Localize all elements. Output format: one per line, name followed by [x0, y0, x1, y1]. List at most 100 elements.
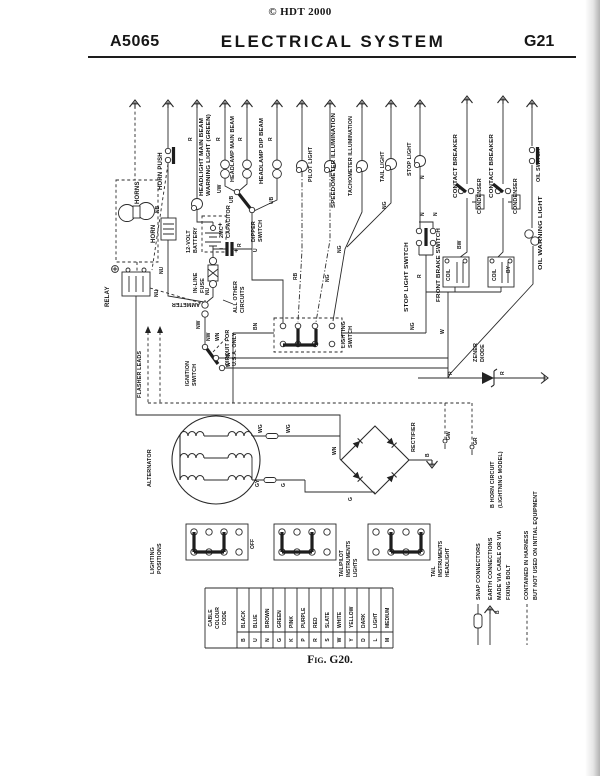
label-stop-light: STOP LIGHT — [407, 142, 413, 176]
label-horns: HORNS — [135, 181, 141, 204]
label-alternator: ALTERNATOR — [147, 449, 153, 487]
colour-name: PURPLE — [301, 607, 307, 628]
table-header: CODE — [222, 610, 228, 625]
colour-code: P — [301, 638, 307, 642]
label-horn: HORN — [151, 225, 157, 243]
label-flasher-leads: FLASHER LEADS — [137, 351, 143, 398]
label-coil-1: COIL — [446, 269, 452, 281]
label-coil-2: COIL — [492, 269, 498, 281]
wire-code: NB — [155, 205, 161, 213]
position-name: INSTRUMENTS — [346, 540, 352, 577]
wire-code: U — [253, 248, 259, 252]
label-oil-warning: OIL WARNING LIGHT — [538, 195, 544, 270]
label-usa-2: U.S.A. ONLY — [232, 332, 238, 366]
copyright-text: © HDT 2000 — [268, 6, 332, 18]
colour-name: MEDIUM — [385, 608, 391, 628]
wire-code: NU — [154, 289, 160, 297]
wire-code: R — [500, 371, 506, 375]
label-horn-push: HORN PUSH — [158, 152, 164, 190]
wire-code: RB — [293, 272, 299, 280]
page-title: ELECTRICAL SYSTEM — [220, 32, 446, 51]
label-stop-light-switch: STOP LIGHT SWITCH — [404, 242, 410, 312]
colour-name: PINK — [289, 616, 295, 628]
wire-code: UB — [269, 196, 275, 204]
switch-position-off: OFF — [185, 523, 256, 561]
cable-colour-code-table: CABLE COLOUR CODE BLACK BLUE BROWN GREEN… — [204, 587, 394, 649]
page-edge-shadow — [585, 0, 600, 776]
label-lighting-switch-2: SWITCH — [348, 326, 354, 348]
lighting-positions: LIGHTING POSITIONS OFF TAIL/PILOT INSTRU… — [150, 523, 451, 577]
label-headlight-warning-1: HEADLIGHT MAIN BEAM — [199, 118, 205, 196]
colour-code: K — [289, 638, 295, 642]
wire-code: NU — [159, 266, 165, 274]
wire-code: NG — [325, 274, 331, 282]
wire-code: B — [425, 453, 431, 457]
label-relay: RELAY — [105, 286, 111, 307]
wire-code: NU — [205, 287, 211, 295]
switch-position-tail-pilot: TAIL/PILOT INSTRUMENTS LIGHTS — [273, 523, 359, 577]
wire-code: BW — [457, 240, 463, 249]
wiring — [115, 102, 545, 495]
label-condenser-1: CONDENSER — [477, 178, 483, 214]
wire-code: R — [238, 137, 244, 141]
label-tachometer: TACHOMETER ILLUMINATION — [348, 116, 354, 196]
label-dipper-1: DIPPER — [251, 221, 257, 242]
legend: SNAP CONNECTORS EARTH CONNECTIONS MADE V… — [473, 451, 539, 645]
colour-name: BROWN — [265, 608, 271, 628]
label-rectifier: RECTIFIER — [411, 422, 417, 452]
colour-code: D — [361, 638, 367, 642]
label-lighting-switch-1: LIGHTING — [341, 321, 347, 348]
wire-code: N — [433, 212, 439, 216]
wire-codes: R R R R R R R R U UW UB UB RB NG NG NG N… — [154, 137, 512, 501]
label-headlight-warning-2: WARNING LIGHT (GREEN) — [206, 114, 212, 196]
wire-code: N — [420, 212, 426, 216]
horn — [160, 217, 177, 241]
oil-switch — [528, 146, 540, 165]
wire-code: NG — [410, 322, 416, 330]
colour-code: M — [385, 638, 391, 642]
wire-code: UW — [217, 184, 223, 193]
colour-name: RED — [313, 617, 319, 628]
flasher-arrows — [145, 326, 163, 333]
colour-name: DARK — [361, 613, 367, 628]
position-name: OFF — [250, 539, 256, 549]
colour-code: N — [265, 638, 271, 642]
wire-code: UB — [229, 195, 235, 203]
position-name: TAIL/PILOT — [339, 550, 345, 577]
colour-code: W — [337, 637, 343, 642]
label-all-other-2: CIRCUITS — [240, 286, 246, 313]
label-capacitor-2: CAPACITOR — [226, 205, 232, 238]
wire-code: GW — [446, 431, 452, 440]
horn-push-button — [164, 147, 176, 164]
colour-name: LIGHT — [373, 613, 379, 628]
table-header: COLOUR — [215, 607, 221, 629]
legend-earth-label-3: FIXING BOLT — [506, 564, 512, 600]
label-ignition-2: SWITCH — [192, 364, 198, 386]
ammeter — [201, 301, 209, 318]
wire-code: R — [268, 137, 274, 141]
legend-earth-label-1: EARTH CONNECTIONS — [488, 537, 494, 600]
rectifier — [340, 425, 410, 495]
wire-code: NG — [337, 245, 343, 253]
label-contact-breaker-2: CONTACT BREAKER — [489, 134, 495, 198]
wire-code: BN — [253, 322, 259, 330]
wire-code: GR — [473, 437, 479, 445]
page-number: G21 — [524, 33, 555, 50]
wire-code: W — [440, 329, 446, 334]
wire-code: G — [281, 483, 287, 487]
ignition-coil-1 — [442, 256, 470, 288]
snap-connector-symbol — [473, 613, 483, 629]
colour-name: SLATE — [325, 611, 331, 628]
wire-code: NG — [382, 201, 388, 209]
switch-position-tail-headlight: TAIL INSTRUMENTS HEADLIGHT — [367, 523, 451, 577]
wire-code: WN — [215, 332, 221, 341]
label-capacitor-1: 2MC — [219, 226, 225, 238]
snap-connectors — [263, 433, 475, 483]
wire-code: W — [226, 362, 232, 367]
ignition-coil-2 — [487, 256, 515, 288]
position-name: INSTRUMENTS — [438, 540, 444, 577]
label-all-other-1: ALL OTHER — [233, 281, 239, 313]
wire-code: WG — [258, 424, 264, 433]
wire-code: NW — [206, 332, 212, 341]
